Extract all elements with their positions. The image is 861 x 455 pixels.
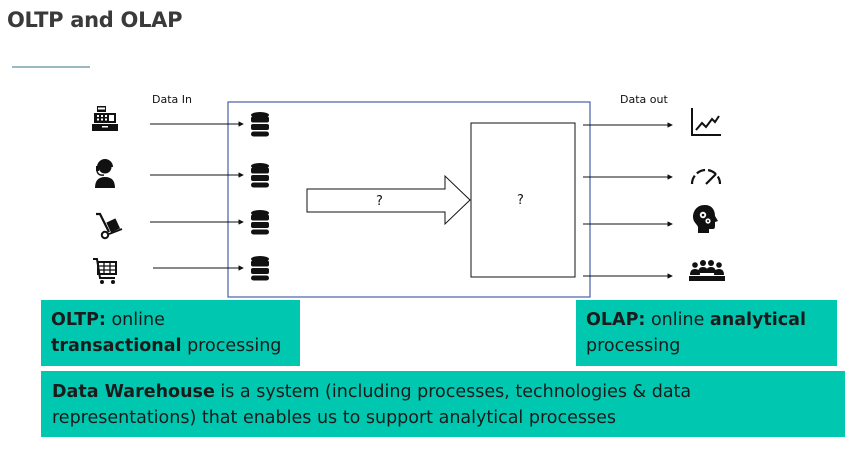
line-chart-icon [691,108,721,136]
oltp-olap-diagram: Data In Data out [92,93,725,298]
transform-question-mark: ? [376,194,383,209]
title-underline [12,66,90,68]
cash-register-icon [92,106,118,131]
oltp-term: OLTP: [51,310,106,330]
data-out-label: Data out [620,93,668,106]
oltp-definition-box: OLTP: online transactional processing [41,300,300,366]
people-group-icon [689,260,725,281]
customer-service-agent-icon [95,159,115,188]
process-question-mark: ? [517,193,524,208]
data-warehouse-definition: is a system (including processes, techno… [52,382,692,428]
olap-term: OLAP: [586,310,646,330]
unknown-process-box [470,122,576,278]
oltp-line2-text: processing [181,336,282,356]
database-icon [251,256,269,281]
oltp-emphasis: transactional [51,336,182,356]
olap-definition-box: OLAP: online analytical processing [576,300,837,366]
olap-emphasis: analytical [709,310,806,330]
oltp-line1-text: online [105,310,165,330]
head-gears-icon [693,205,718,233]
shopping-cart-icon [93,258,117,284]
database-icon [251,112,269,137]
data-warehouse-term: Data Warehouse [52,382,215,402]
page-title: OLTP and OLAP [7,8,183,32]
data-in-label: Data In [152,93,192,106]
olap-text: online [645,310,710,330]
database-icon [251,163,269,188]
oltp-frame [227,101,591,298]
olap-line2-text: processing [586,336,681,356]
database-icon [251,210,269,235]
transform-arrow [306,174,471,226]
data-warehouse-definition-box: Data Warehouse is a system (including pr… [41,371,845,437]
hand-truck-icon [96,212,123,240]
gauge-icon [690,168,722,185]
